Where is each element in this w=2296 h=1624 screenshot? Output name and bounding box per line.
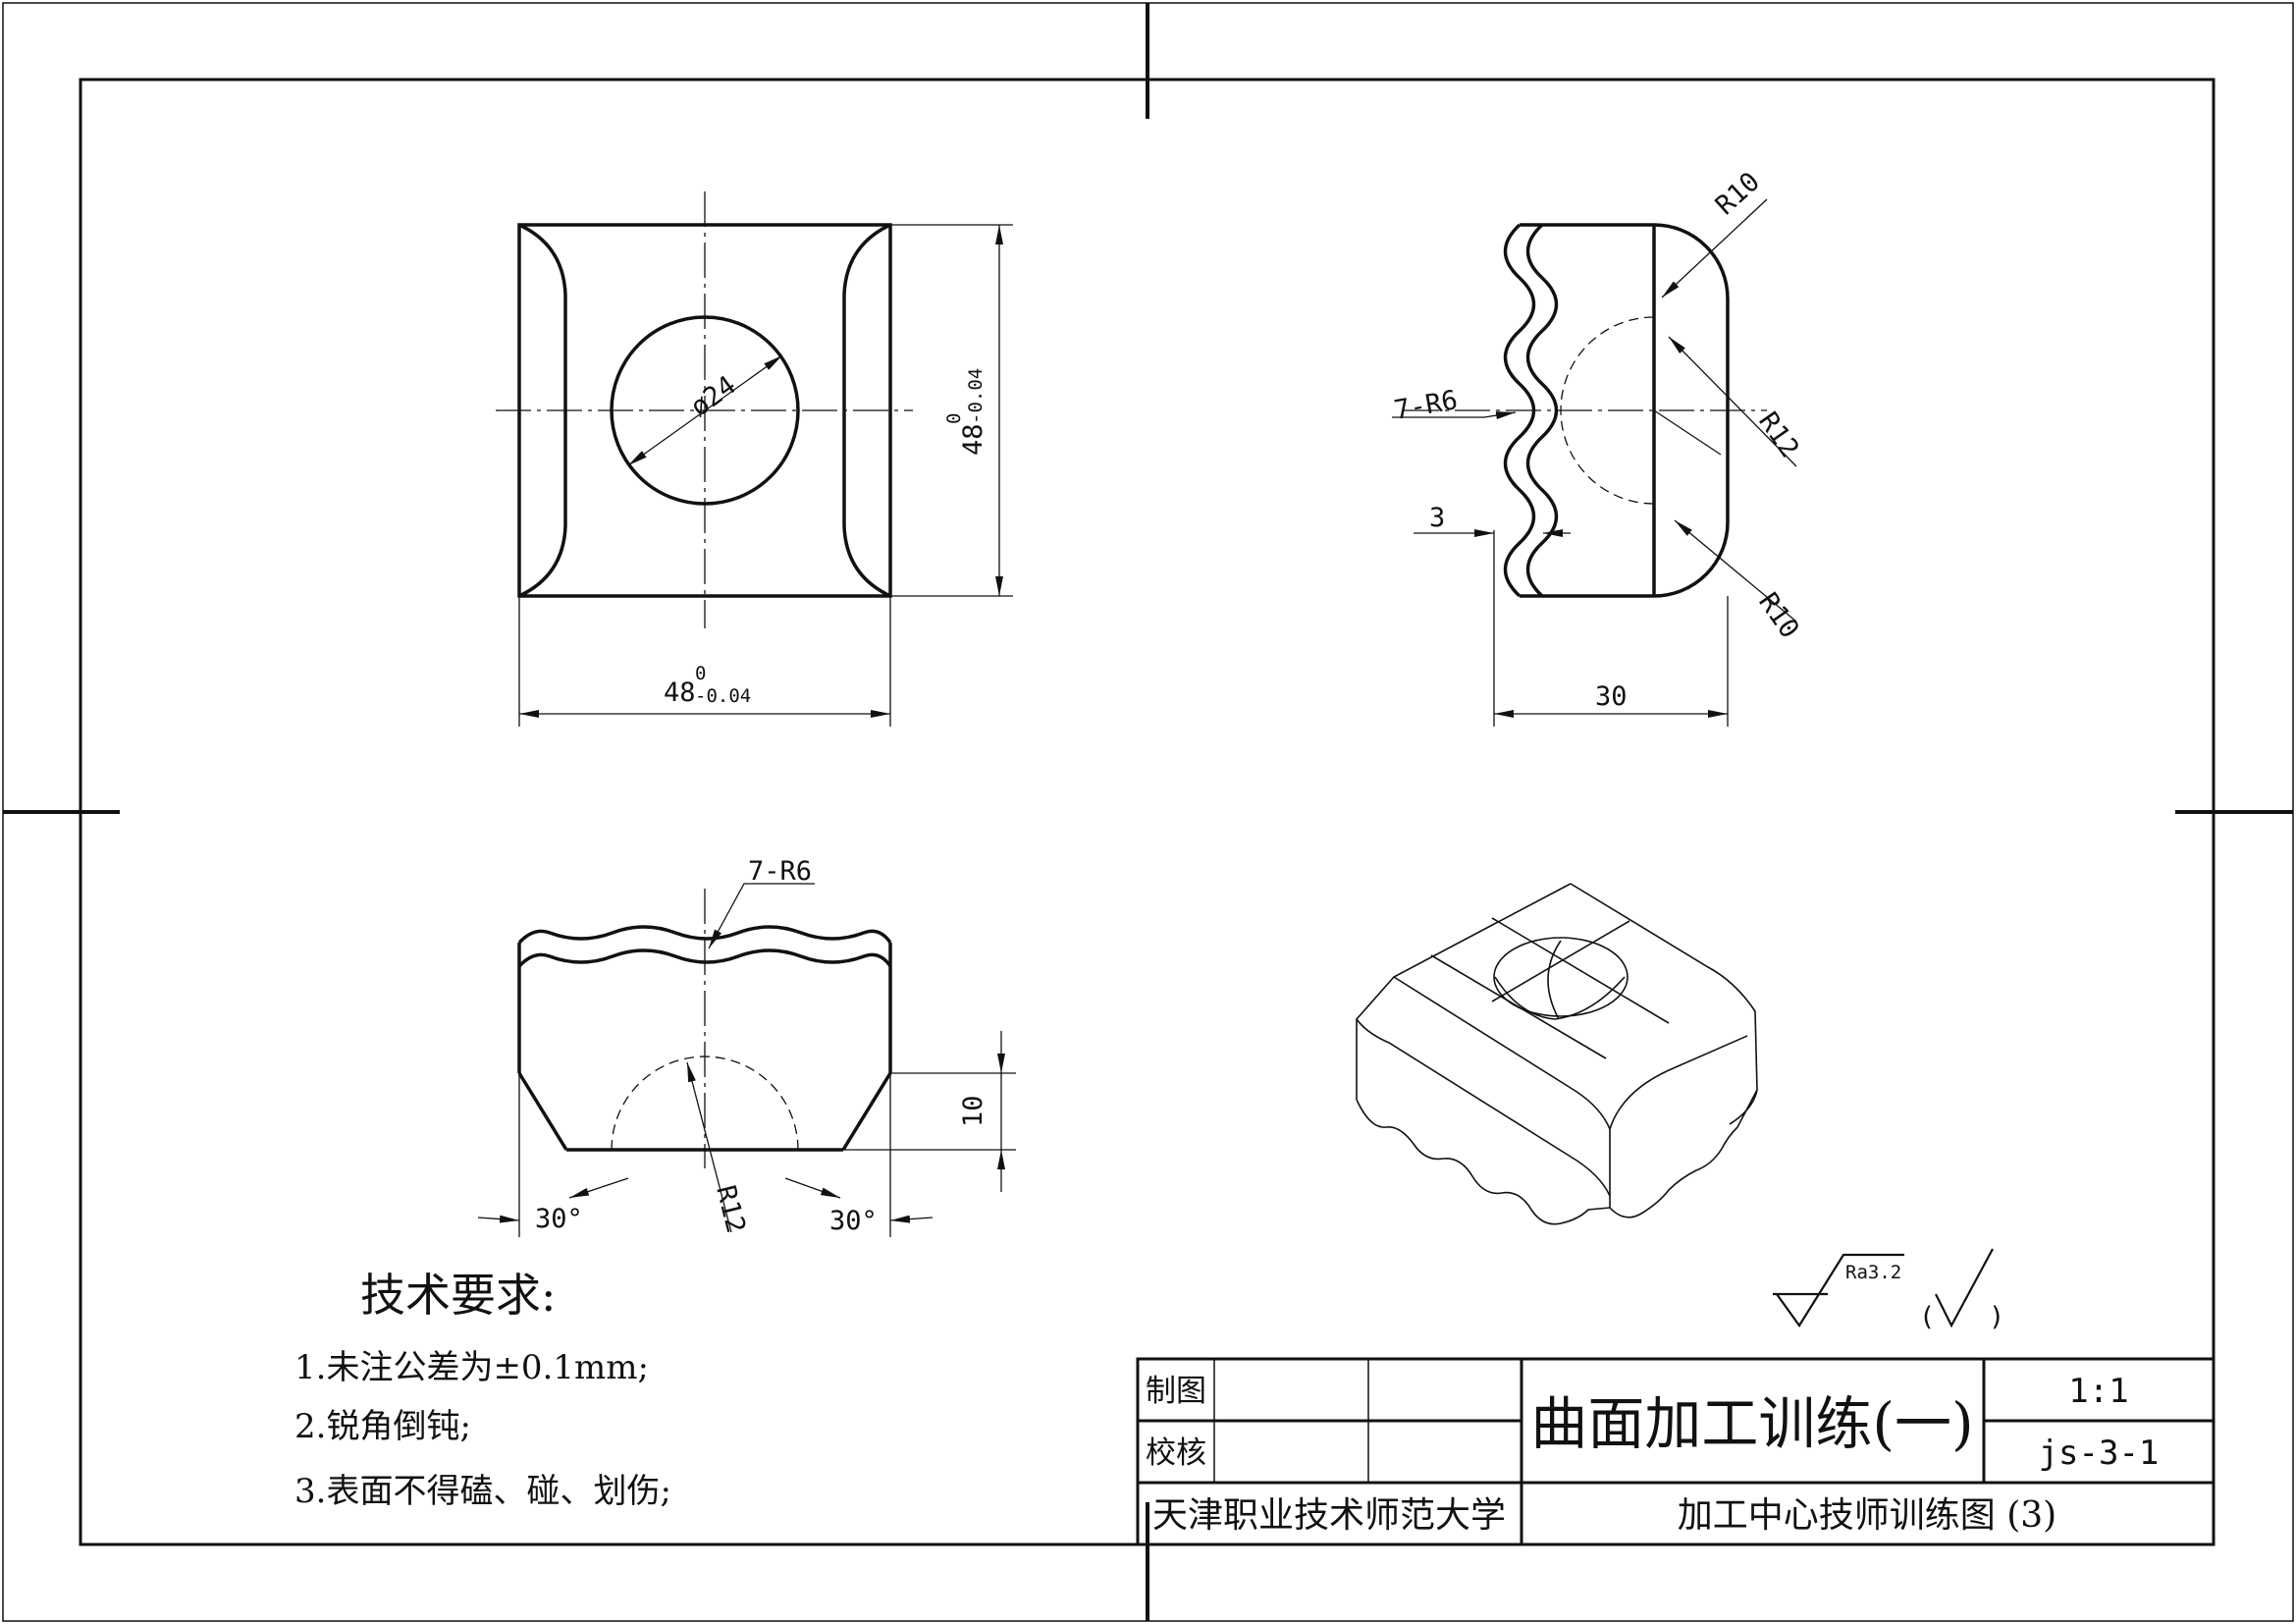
surface-finish-value: Ra3.2 bbox=[1845, 1262, 1901, 1283]
inner-border bbox=[79, 78, 2216, 1546]
side-wave-callout: 7-R6 bbox=[1392, 385, 1460, 426]
side-mid-radius-label: R12 bbox=[1752, 406, 1804, 463]
surface-finish-other-close: ) bbox=[1989, 1302, 2004, 1332]
front-width-nominal: 48 bbox=[664, 677, 696, 708]
title-block-drawing-number: js-3-1 bbox=[2039, 1434, 2160, 1473]
bottom-angle-left-label: 30° bbox=[535, 1204, 583, 1234]
front-width-upper-dev: 0 bbox=[695, 663, 706, 684]
front-height-dimension: 48 0 -0.04 bbox=[943, 368, 988, 456]
side-bottom-radius-label: R10 bbox=[1752, 587, 1804, 644]
technical-requirements: 技术要求: 1.未注公差为±0.1mm; 2.锐角倒钝; 3.表面不得磕、碰、划… bbox=[294, 1269, 671, 1511]
title-block-subtitle: 加工中心技师训练图 (3) bbox=[1678, 1495, 2056, 1536]
title-block-organization: 天津职业技术师范大学 bbox=[1152, 1495, 1506, 1536]
front-width-dimension: 48 0 -0.04 bbox=[664, 663, 751, 708]
bottom-view: 7-R6 10 R12 30° 30° bbox=[477, 856, 1016, 1237]
front-height-lower-dev: -0.04 bbox=[965, 368, 987, 424]
bottom-radius-label: R12 bbox=[710, 1182, 751, 1236]
technical-requirement-item: 1.未注公差为±0.1mm; bbox=[294, 1348, 649, 1387]
surface-finish-other-check bbox=[1935, 1248, 1994, 1328]
bottom-wave-callout: 7-R6 bbox=[748, 856, 812, 887]
front-diameter-label: ø24 bbox=[685, 370, 742, 423]
side-width-label: 30 bbox=[1595, 681, 1628, 712]
title-block-scale: 1:1 bbox=[2068, 1372, 2128, 1411]
side-depth-label: 3 bbox=[1429, 503, 1445, 533]
technical-requirements-heading: 技术要求: bbox=[360, 1269, 557, 1322]
side-top-radius-label: R10 bbox=[1710, 167, 1766, 222]
front-height-nominal: 48 bbox=[958, 423, 988, 456]
surface-finish-other-open: ( bbox=[1919, 1302, 1935, 1332]
title-block: 制图 校核 曲面加工训练(一) 1:1 js-3-1 天津职业技术师范大学 加工… bbox=[1136, 1357, 2216, 1546]
front-width-lower-dev: -0.04 bbox=[695, 685, 751, 707]
side-view: R10 R12 R10 7-R6 3 30 bbox=[1392, 167, 1805, 727]
technical-requirement-item: 2.锐角倒钝; bbox=[294, 1407, 471, 1446]
title-block-check-label: 校核 bbox=[1146, 1435, 1206, 1471]
technical-requirement-item: 3.表面不得磕、碰、划伤; bbox=[294, 1472, 671, 1511]
front-height-upper-dev: 0 bbox=[943, 413, 965, 424]
bottom-angle-right-label: 30° bbox=[829, 1206, 878, 1236]
title-block-title: 曲面加工训练(一) bbox=[1530, 1390, 1973, 1457]
title-block-drawn-label: 制图 bbox=[1146, 1374, 1206, 1409]
front-view: ø24 48 0 -0.04 48 0 -0.04 bbox=[496, 191, 1013, 727]
surface-finish-symbol: Ra3.2 ( ) bbox=[1773, 1248, 2004, 1332]
bottom-height-label: 10 bbox=[958, 1095, 988, 1127]
isometric-view bbox=[1356, 883, 1758, 1225]
